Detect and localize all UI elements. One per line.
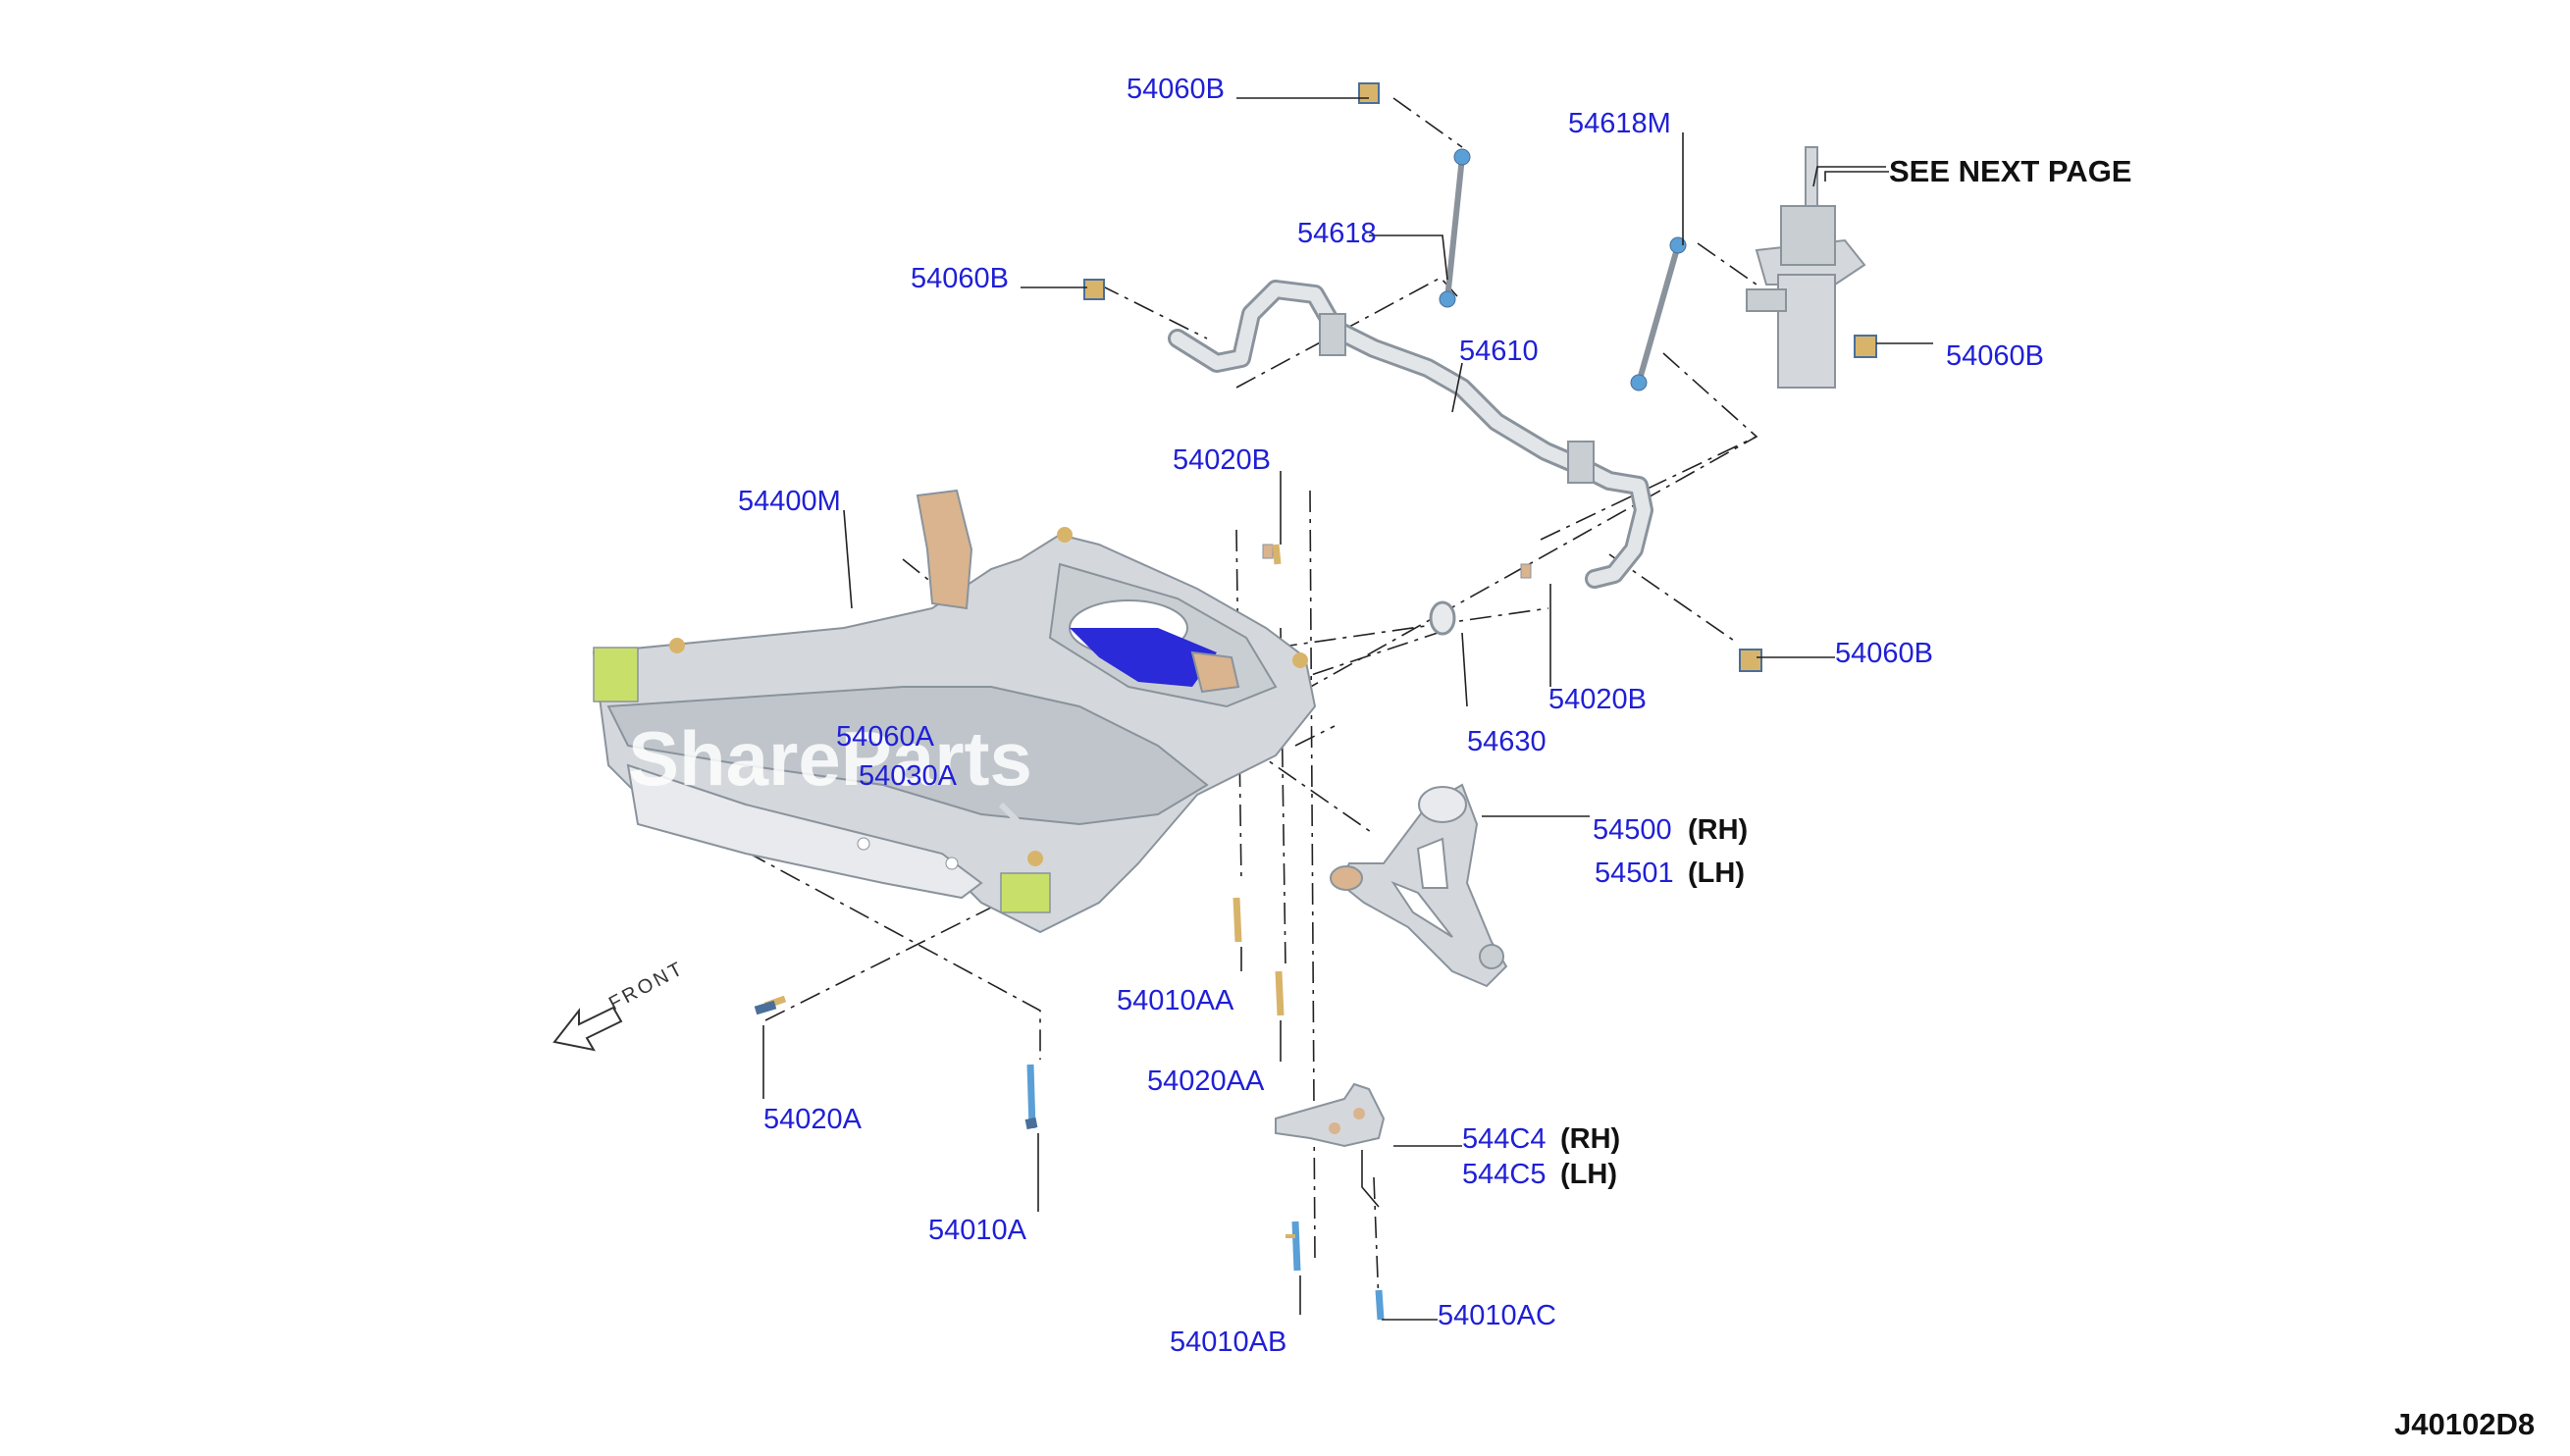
label-54610: 54610 [1459, 336, 1539, 367]
label-54500: 54500 [1593, 814, 1672, 846]
label-54400m: 54400M [738, 486, 841, 517]
front-subframe [592, 489, 1317, 934]
label-54060b-right: 54060B [1946, 340, 2044, 372]
label-54630: 54630 [1467, 726, 1547, 757]
label-544c4-side: (RH) [1560, 1123, 1620, 1155]
label-544c5-side: (LH) [1560, 1159, 1617, 1190]
label-54030a: 54030A [859, 760, 958, 792]
front-arrow-icon: FRONT [552, 958, 688, 1052]
label-54618m: 54618M [1568, 108, 1671, 139]
nuts [1083, 82, 1877, 672]
label-544c5: 544C5 [1462, 1159, 1546, 1190]
label-54010aa: 54010AA [1117, 985, 1234, 1016]
stabilizer-link-right [1630, 236, 1687, 391]
label-54501-side: (LH) [1688, 858, 1745, 889]
label-54060b-left: 54060B [911, 263, 1009, 294]
label-54010ab: 54010AB [1170, 1326, 1286, 1358]
part-labels: 54060B 54618M 54618 54060B 54610 54060B … [738, 74, 2044, 1358]
label-544c4: 544C4 [1462, 1123, 1546, 1155]
bushings [1262, 544, 1532, 636]
lower-control-arm [1330, 783, 1508, 988]
label-54060b-lower: 54060B [1835, 638, 1933, 669]
label-54500-side: (RH) [1688, 814, 1748, 846]
stabilizer-bar [1168, 280, 1653, 589]
label-54020aa: 54020AA [1147, 1066, 1265, 1097]
stabilizer-link-left [1439, 148, 1471, 308]
label-54010ac: 54010AC [1438, 1300, 1556, 1331]
label-54060b-top: 54060B [1127, 74, 1225, 105]
label-54618: 54618 [1297, 218, 1377, 249]
bolts [754, 544, 1385, 1321]
leader-lines [762, 97, 1933, 1321]
label-54020b-top: 54020B [1173, 444, 1271, 476]
front-label: FRONT [605, 958, 688, 1015]
see-next-page-note: SEE NEXT PAGE [1889, 154, 2132, 188]
note-leader [1824, 171, 1889, 182]
label-54020a: 54020A [763, 1104, 863, 1135]
bracket [1275, 1082, 1386, 1148]
label-54020b-right: 54020B [1548, 684, 1647, 715]
label-54501: 54501 [1595, 858, 1674, 889]
diagram-code: J40102D8 [2394, 1407, 2535, 1441]
label-54060a: 54060A [836, 721, 935, 753]
label-54010a: 54010A [928, 1215, 1027, 1246]
strut-assembly [1746, 146, 1866, 389]
subframe-insert [1070, 628, 1217, 687]
watermark: ShareParts [628, 715, 1032, 802]
